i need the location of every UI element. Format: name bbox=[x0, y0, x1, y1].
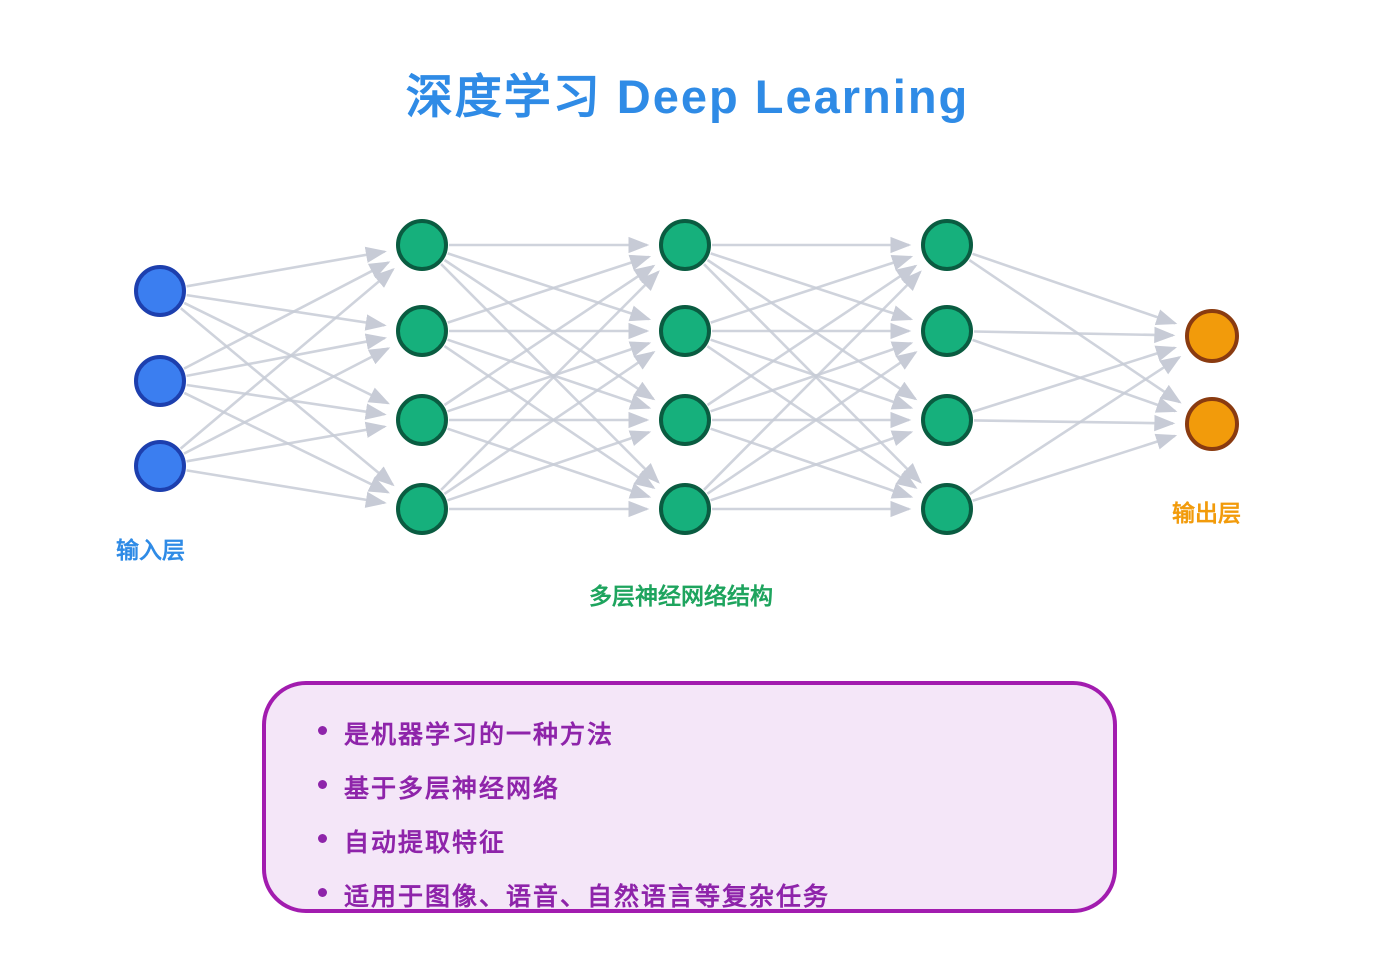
edge-arrow bbox=[183, 261, 391, 370]
hidden-node bbox=[396, 394, 448, 446]
input-node bbox=[134, 440, 186, 492]
input-node bbox=[134, 265, 186, 317]
note-bullet: 是机器学习的一种方法 bbox=[314, 715, 1073, 751]
edge-arrow bbox=[443, 264, 656, 407]
edge-arrow bbox=[183, 301, 390, 405]
edge-arrow bbox=[443, 350, 656, 495]
hidden-node bbox=[921, 483, 973, 535]
notes-list: 是机器学习的一种方法 基于多层神经网络 自动提取特征 适用于图像、语音、自然语言… bbox=[314, 715, 1073, 913]
edge-arrow bbox=[973, 326, 1176, 344]
note-bullet: 自动提取特征 bbox=[314, 823, 1073, 859]
edge-arrow bbox=[186, 293, 387, 331]
hidden-node bbox=[396, 305, 448, 357]
hidden-node bbox=[396, 483, 448, 535]
edge-arrow bbox=[706, 345, 918, 489]
network-caption: 多层神经网络结构 bbox=[589, 583, 773, 609]
edge-arrow bbox=[447, 427, 652, 499]
edge-arrow bbox=[447, 430, 652, 502]
edge-arrow bbox=[710, 254, 914, 324]
note-bullet: 基于多层神经网络 bbox=[314, 769, 1073, 805]
edge-arrow bbox=[972, 345, 1178, 414]
edge-arrow bbox=[179, 267, 395, 450]
hidden-node bbox=[659, 394, 711, 446]
hidden-node bbox=[659, 219, 711, 271]
edge-arrow bbox=[710, 430, 914, 502]
edge-arrow bbox=[186, 383, 387, 420]
edge-arrow bbox=[440, 270, 660, 491]
output-node bbox=[1185, 397, 1239, 451]
input-layer-label: 输入层 bbox=[116, 537, 185, 563]
input-node bbox=[134, 355, 186, 407]
notes-box: 是机器学习的一种方法 基于多层神经网络 自动提取特征 适用于图像、语音、自然语言… bbox=[262, 681, 1117, 913]
edge-arrow bbox=[186, 421, 387, 463]
edges bbox=[179, 236, 1182, 518]
page-title: 深度学习 Deep Learning bbox=[405, 70, 970, 123]
hidden-node bbox=[921, 219, 973, 271]
output-node bbox=[1185, 309, 1239, 363]
edge-arrow bbox=[186, 469, 387, 508]
hidden-node bbox=[659, 483, 711, 535]
edge-arrow bbox=[186, 333, 387, 378]
edge-arrow bbox=[447, 254, 652, 324]
edge-arrow bbox=[710, 338, 914, 410]
edge-arrow bbox=[972, 433, 1178, 503]
edge-arrow bbox=[183, 347, 391, 455]
output-layer-label: 输出层 bbox=[1172, 500, 1241, 526]
edge-arrow bbox=[968, 356, 1182, 496]
edge-arrow bbox=[706, 264, 918, 407]
network-svg bbox=[134, 219, 1239, 535]
hidden-node bbox=[921, 305, 973, 357]
edge-arrow bbox=[972, 338, 1178, 413]
edge-arrow bbox=[710, 427, 914, 499]
edge-arrow bbox=[972, 252, 1178, 325]
edge-arrow bbox=[447, 252, 652, 322]
edge-arrow bbox=[973, 414, 1176, 432]
edge-arrow bbox=[710, 252, 914, 322]
edge-arrow bbox=[710, 341, 914, 413]
note-bullet: 适用于图像、语音、自然语言等复杂任务 bbox=[314, 877, 1073, 913]
edge-arrow bbox=[706, 351, 918, 495]
hidden-node bbox=[396, 219, 448, 271]
edge-arrow bbox=[179, 307, 395, 487]
hidden-node bbox=[921, 394, 973, 446]
edge-arrow bbox=[447, 338, 652, 410]
edge-arrow bbox=[186, 246, 387, 288]
edge-arrow bbox=[447, 341, 652, 413]
edge-arrow bbox=[703, 270, 922, 491]
edge-arrow bbox=[443, 345, 656, 490]
hidden-node bbox=[659, 305, 711, 357]
